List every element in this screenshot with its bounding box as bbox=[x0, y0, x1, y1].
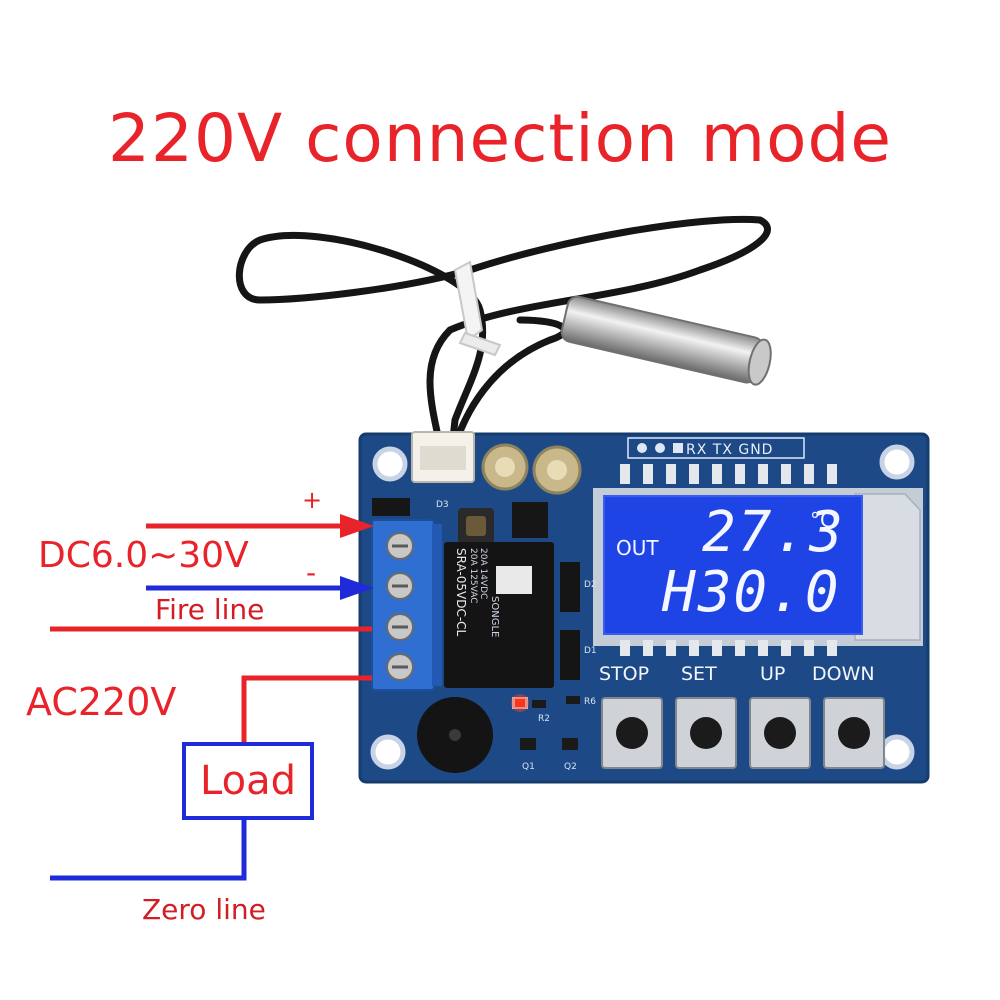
buzzer bbox=[417, 697, 493, 773]
plus-label: + bbox=[302, 486, 323, 514]
terminal-block bbox=[371, 519, 442, 691]
silk-d1: D1 bbox=[584, 646, 597, 656]
ac-input-label: AC220V bbox=[26, 680, 177, 724]
button-up-label: UP bbox=[760, 663, 786, 685]
capacitor-2 bbox=[532, 445, 582, 495]
dc-input-label: DC6.0~30V bbox=[38, 535, 249, 576]
lcd-temperature: 27.3 bbox=[702, 500, 845, 565]
ic-chip bbox=[512, 502, 548, 538]
resistor-r2 bbox=[532, 700, 546, 708]
button-down-label: DOWN bbox=[812, 663, 875, 685]
zero-line-label: Zero line bbox=[142, 893, 266, 926]
relay-rating-dc: 20A 14VDC bbox=[478, 548, 488, 600]
transistor-q2 bbox=[562, 738, 578, 750]
pin-header bbox=[627, 437, 805, 459]
silk-d3: D3 bbox=[436, 500, 449, 510]
pin-header-label: RX TX GND bbox=[686, 442, 774, 458]
minus-label: - bbox=[306, 556, 317, 589]
relay-model: SRA-05VDC-CL bbox=[454, 548, 468, 637]
button-down-switch[interactable] bbox=[823, 697, 885, 769]
button-stop-switch[interactable] bbox=[601, 697, 663, 769]
relay bbox=[444, 542, 554, 688]
diode-d2 bbox=[560, 562, 580, 612]
relay-rating-ac: 20A 125VAC bbox=[468, 548, 478, 604]
resistor-r6 bbox=[566, 696, 580, 704]
button-stop-label: STOP bbox=[599, 663, 650, 685]
silk-r6: R6 bbox=[584, 697, 596, 707]
button-set-label: SET bbox=[681, 663, 717, 685]
silk-q2: Q2 bbox=[564, 762, 577, 772]
probe-connector bbox=[411, 431, 475, 483]
inductor bbox=[458, 508, 494, 544]
transistor-q1 bbox=[520, 738, 536, 750]
zero-line-wire bbox=[50, 820, 247, 881]
silk-q1: Q1 bbox=[522, 762, 535, 772]
load-feed-wire bbox=[241, 675, 372, 742]
button-up-switch[interactable] bbox=[749, 697, 811, 769]
dc-positive-wire bbox=[146, 514, 374, 538]
load-box: Load bbox=[182, 742, 314, 820]
capacitor-1 bbox=[481, 443, 529, 491]
silk-r2: R2 bbox=[538, 714, 550, 724]
status-led bbox=[511, 694, 529, 712]
diode-d3 bbox=[372, 498, 410, 516]
lcd-pins bbox=[620, 464, 837, 656]
temperature-probe-cable bbox=[235, 215, 771, 452]
button-set-switch[interactable] bbox=[675, 697, 737, 769]
fire-line-label: Fire line bbox=[155, 593, 265, 626]
lcd-unit: °C bbox=[810, 508, 834, 532]
dc-negative-wire bbox=[146, 576, 374, 600]
cable-tie bbox=[453, 260, 502, 357]
lcd-out-label: OUT bbox=[616, 536, 659, 560]
diode-d1 bbox=[560, 630, 580, 680]
lcd-display bbox=[593, 488, 923, 646]
metal-probe bbox=[560, 295, 772, 386]
load-label: Load bbox=[200, 758, 296, 804]
diagram-title: 220V connection mode bbox=[108, 100, 892, 177]
lcd-setpoint: H30.0 bbox=[662, 560, 841, 625]
silk-d2: D2 bbox=[584, 580, 597, 590]
relay-brand: SONGLE bbox=[489, 596, 500, 638]
